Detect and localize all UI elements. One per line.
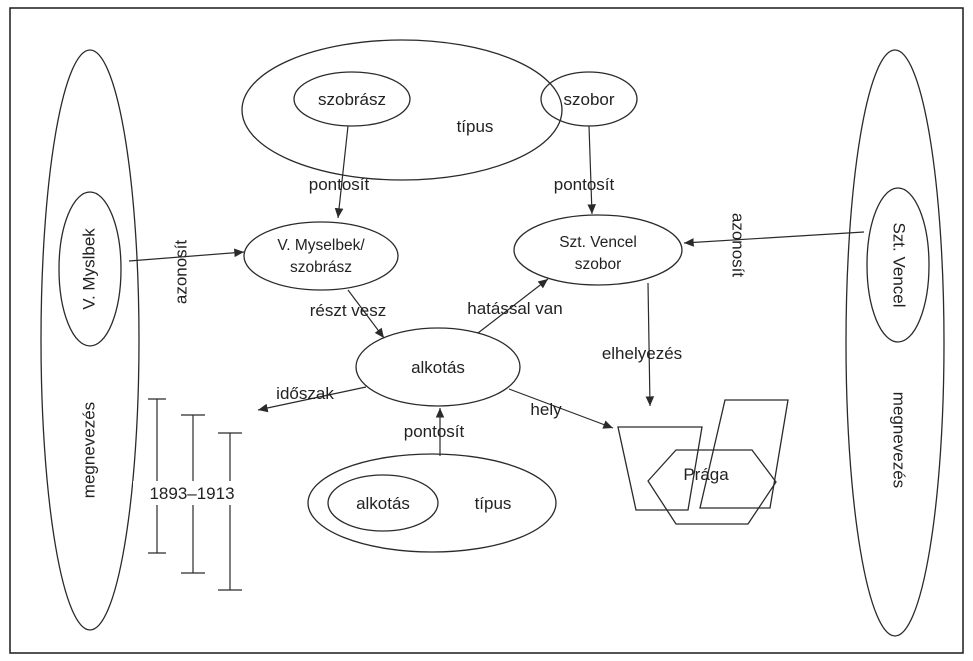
edge-label-elhelyezes: elhelyezés	[602, 344, 682, 363]
myselbek-node-line1: V. Myselbek/	[277, 237, 365, 254]
myselbek-node-line2: szobrász	[290, 259, 352, 276]
praga-trapezoid-shape	[617, 426, 703, 511]
type-group-top	[241, 39, 563, 181]
type-top-label: típus	[457, 117, 494, 136]
right-naming-group	[845, 49, 945, 637]
type-bottom-label: típus	[475, 494, 512, 513]
praga-label: Prága	[683, 465, 729, 484]
diagram-frame	[9, 7, 964, 654]
edge-label-azonosit-right: azonosít	[729, 213, 748, 278]
praga-hexagon-shape	[647, 449, 777, 525]
vencel-node-line2: szobor	[575, 256, 622, 273]
edge-reszt-vesz	[347, 289, 385, 339]
edge-pontosit-left	[334, 125, 349, 219]
szobrasz-type-label: szobrász	[318, 90, 386, 109]
edge-azonosit-left	[128, 248, 245, 262]
alkotas-type-node	[327, 474, 439, 532]
vencel-node	[513, 214, 683, 286]
right-megnevezes-label: megnevezés	[890, 392, 909, 488]
myselbek-node	[243, 221, 399, 291]
edge-elhelyezes	[645, 282, 655, 407]
edge-idoszak	[257, 386, 367, 413]
vencel-node-line1: Szt. Vencel	[559, 234, 637, 251]
vencel-name-node	[866, 187, 930, 343]
edge-label-azonosit-left: azonosít	[171, 240, 190, 305]
myslbek-name-label: V. Myslbek	[79, 228, 98, 310]
edge-hatassal-van	[477, 278, 549, 334]
szobrasz-type-node	[293, 71, 411, 127]
vencel-name-label: Szt. Vencel	[890, 222, 909, 307]
date-range-mask	[133, 481, 253, 505]
date-range-label: 1893–1913	[149, 484, 234, 503]
alkotas-node-label: alkotás	[411, 358, 465, 377]
edge-label-pontosit-right: pontosít	[554, 175, 615, 194]
alkotas-node	[355, 327, 521, 407]
edge-label-idoszak: időszak	[276, 384, 334, 403]
edge-label-hely: hely	[530, 400, 562, 419]
edge-label-hatassal-van: hatással van	[467, 299, 562, 318]
type-group-bottom	[307, 453, 557, 553]
left-megnevezes-label: megnevezés	[79, 402, 98, 498]
edge-pontosit-right	[587, 125, 596, 215]
szobor-type-label: szobor	[563, 90, 614, 109]
praga-parallelogram-shape	[699, 399, 789, 509]
edge-azonosit-right	[683, 231, 865, 247]
alkotas-type-label: alkotás	[356, 494, 410, 513]
edge-hely	[508, 388, 614, 429]
edge-label-reszt-vesz: részt vesz	[310, 301, 387, 320]
myslbek-name-node	[58, 191, 122, 347]
left-naming-group	[40, 49, 140, 631]
edge-label-pontosit-left: pontosít	[309, 175, 370, 194]
edge-label-pontosit-bottom: pontosít	[404, 422, 465, 441]
